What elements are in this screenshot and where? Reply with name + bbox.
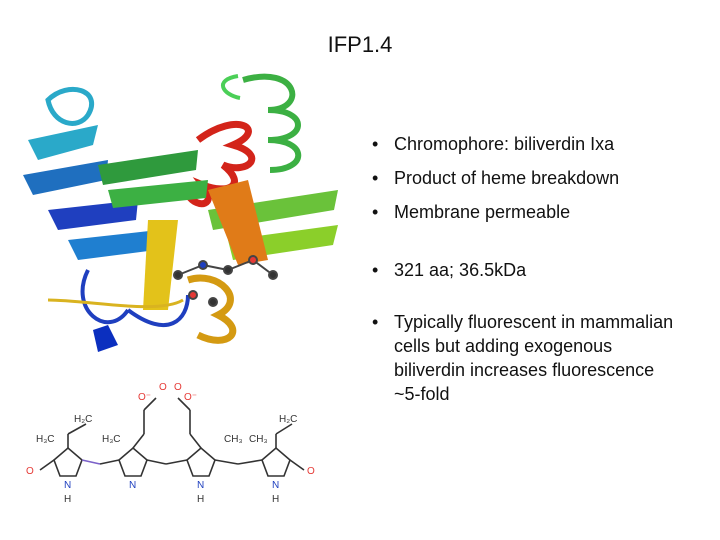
ribbon-red-helix: [185, 121, 256, 208]
atom-h3c-1: H₃C: [36, 434, 55, 445]
protein-ribbon-image: [23, 73, 338, 352]
bullet-dot-icon: •: [372, 168, 379, 188]
atom-n-4: N: [272, 480, 279, 491]
atom-ch3-1: CH₃: [224, 434, 243, 445]
ribbon-yellow-orange: [47, 180, 268, 344]
bullet-dot-icon: •: [372, 134, 379, 154]
bullet-item: •Membrane permeable: [372, 202, 571, 222]
bullet-dot-icon: •: [372, 260, 379, 280]
atom-h-2: H: [197, 494, 204, 505]
atom-n-2: N: [129, 480, 136, 491]
atom-n-3: N: [197, 480, 204, 491]
bullet-dot-icon: •: [372, 312, 379, 332]
atom-o-minus-1: O⁻: [138, 392, 151, 403]
atom-o-right: O: [307, 466, 315, 477]
ribbon-left-sheets: [23, 86, 190, 352]
ribbon-green-helix: [221, 73, 302, 173]
atom-h-1: H: [64, 494, 71, 505]
bullet-group-size: •321 aa; 36.5kDa: [366, 258, 686, 282]
atom-h3c-2: H₃C: [102, 434, 121, 445]
biliverdin-structure-diagram: O O O⁻ O⁻ O O H₂C H₂C H₃C H₃C CH₃ CH₃ N …: [26, 382, 315, 505]
bullet-list-area: •Chromophore: biliverdin Ixa •Product of…: [366, 132, 686, 416]
bullet-dot-icon: •: [372, 202, 379, 222]
bullet-group-fluorescence: •Typically fluorescent in mammalian cell…: [366, 310, 686, 406]
slide-title: IFP1.4: [327, 32, 393, 57]
atom-h2c-right: H₂C: [279, 414, 297, 425]
atom-h-3: H: [272, 494, 279, 505]
ligand-biliverdin-model: [173, 255, 278, 307]
bullet-item: •Chromophore: biliverdin Ixa: [372, 134, 615, 154]
bullet-item: •321 aa; 36.5kDa: [372, 260, 527, 280]
bullet-item: •Typically fluorescent in mammalian cell…: [372, 312, 674, 404]
bullet-item: •Product of heme breakdown: [372, 168, 620, 188]
atom-o-minus-2: O⁻: [184, 392, 197, 403]
bullet-group-chromophore: •Chromophore: biliverdin Ixa •Product of…: [366, 132, 686, 224]
atom-o-left: O: [26, 466, 34, 477]
atom-o-top-2: O: [174, 382, 182, 393]
atom-n-1: N: [64, 480, 71, 491]
atom-o-top-1: O: [159, 382, 167, 393]
atom-ch3-2: CH₃: [249, 434, 268, 445]
atom-h2c-left: H₂C: [74, 414, 92, 425]
